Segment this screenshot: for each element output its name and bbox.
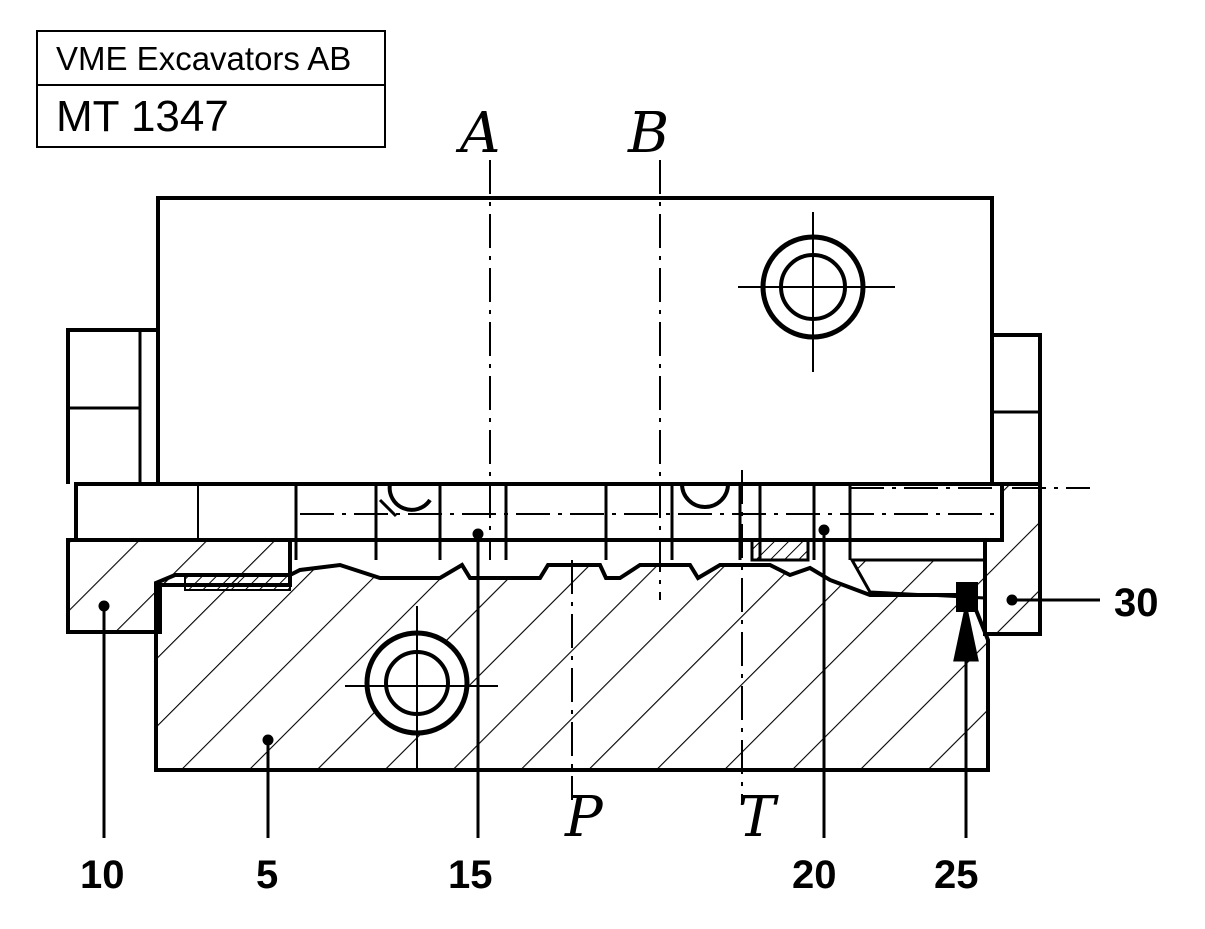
callout-10: 10	[80, 853, 125, 897]
callout-15: 15	[448, 853, 493, 897]
leader-lines	[98, 524, 1100, 838]
company-name: VME Excavators AB	[38, 32, 384, 86]
callout-25: 25	[934, 853, 979, 897]
callout-20: 20	[792, 853, 837, 897]
port-label-p: P	[564, 785, 604, 850]
center-lines	[300, 160, 1090, 805]
title-block: VME Excavators AB MT 1347	[36, 30, 386, 148]
port-label-b: B	[627, 101, 669, 166]
callout-5: 5	[256, 853, 278, 897]
drawing-number: MT 1347	[56, 92, 229, 141]
base-port-circle	[345, 606, 498, 770]
base-plate	[154, 562, 990, 772]
upper-valve-block	[66, 196, 1042, 484]
seal-strip	[750, 538, 810, 562]
port-label-t: T	[738, 785, 779, 850]
upper-port-circle	[738, 212, 895, 372]
port-label-a: A	[455, 101, 500, 166]
callout-30: 30	[1114, 581, 1159, 625]
o-ring-seal	[956, 582, 978, 612]
